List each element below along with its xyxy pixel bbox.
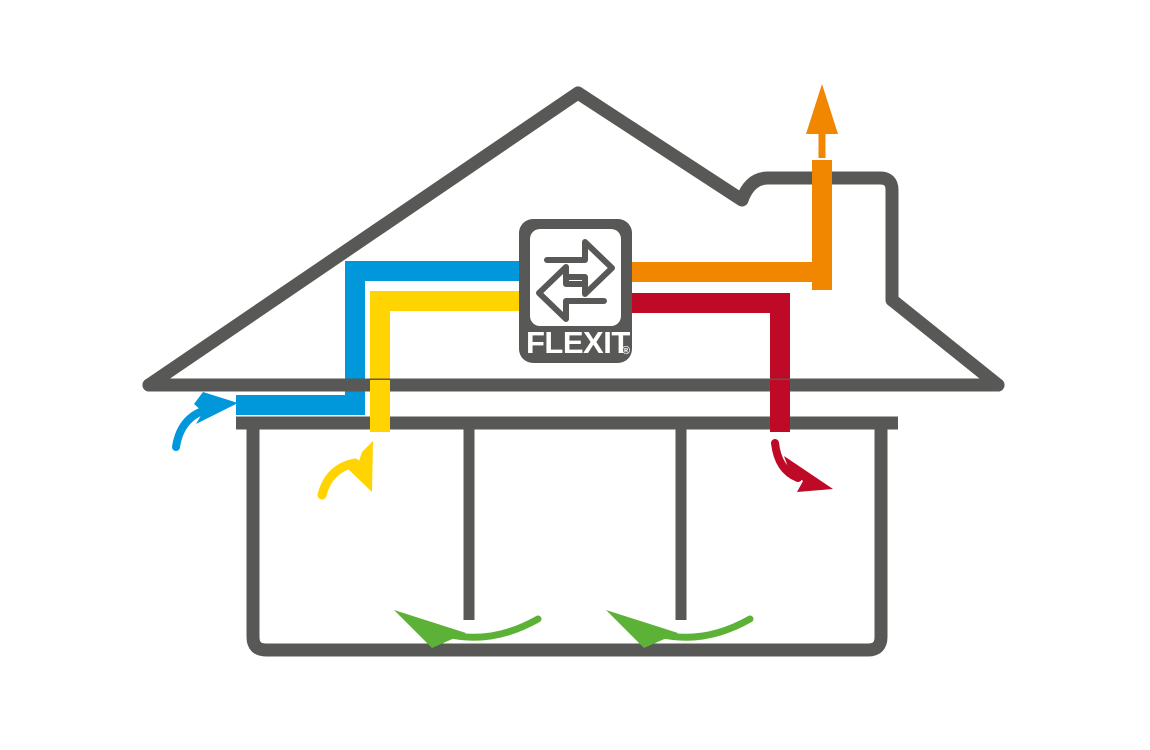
flexit-air-handling-unit[interactable]: FLEXIT ® <box>519 219 632 363</box>
duct-red <box>630 293 790 432</box>
storey-walls-and-floor <box>246 423 888 657</box>
flexit-wordmark: FLEXIT <box>526 325 630 360</box>
duct-overlays <box>236 160 832 432</box>
house-structure <box>142 86 1005 657</box>
red-extract-arrow <box>771 439 833 492</box>
green-transfer-arrow-left <box>394 610 542 648</box>
blue-intake-arrow <box>172 392 238 451</box>
orange-exhaust-arrow <box>806 84 838 158</box>
bidirectional-exchange-arrows-icon <box>536 239 615 322</box>
green-transfer-arrow-right <box>606 610 754 648</box>
yellow-supply-arrow <box>317 441 373 500</box>
flexit-trademark-mark: ® <box>622 345 630 357</box>
duct-yellow <box>370 291 530 432</box>
